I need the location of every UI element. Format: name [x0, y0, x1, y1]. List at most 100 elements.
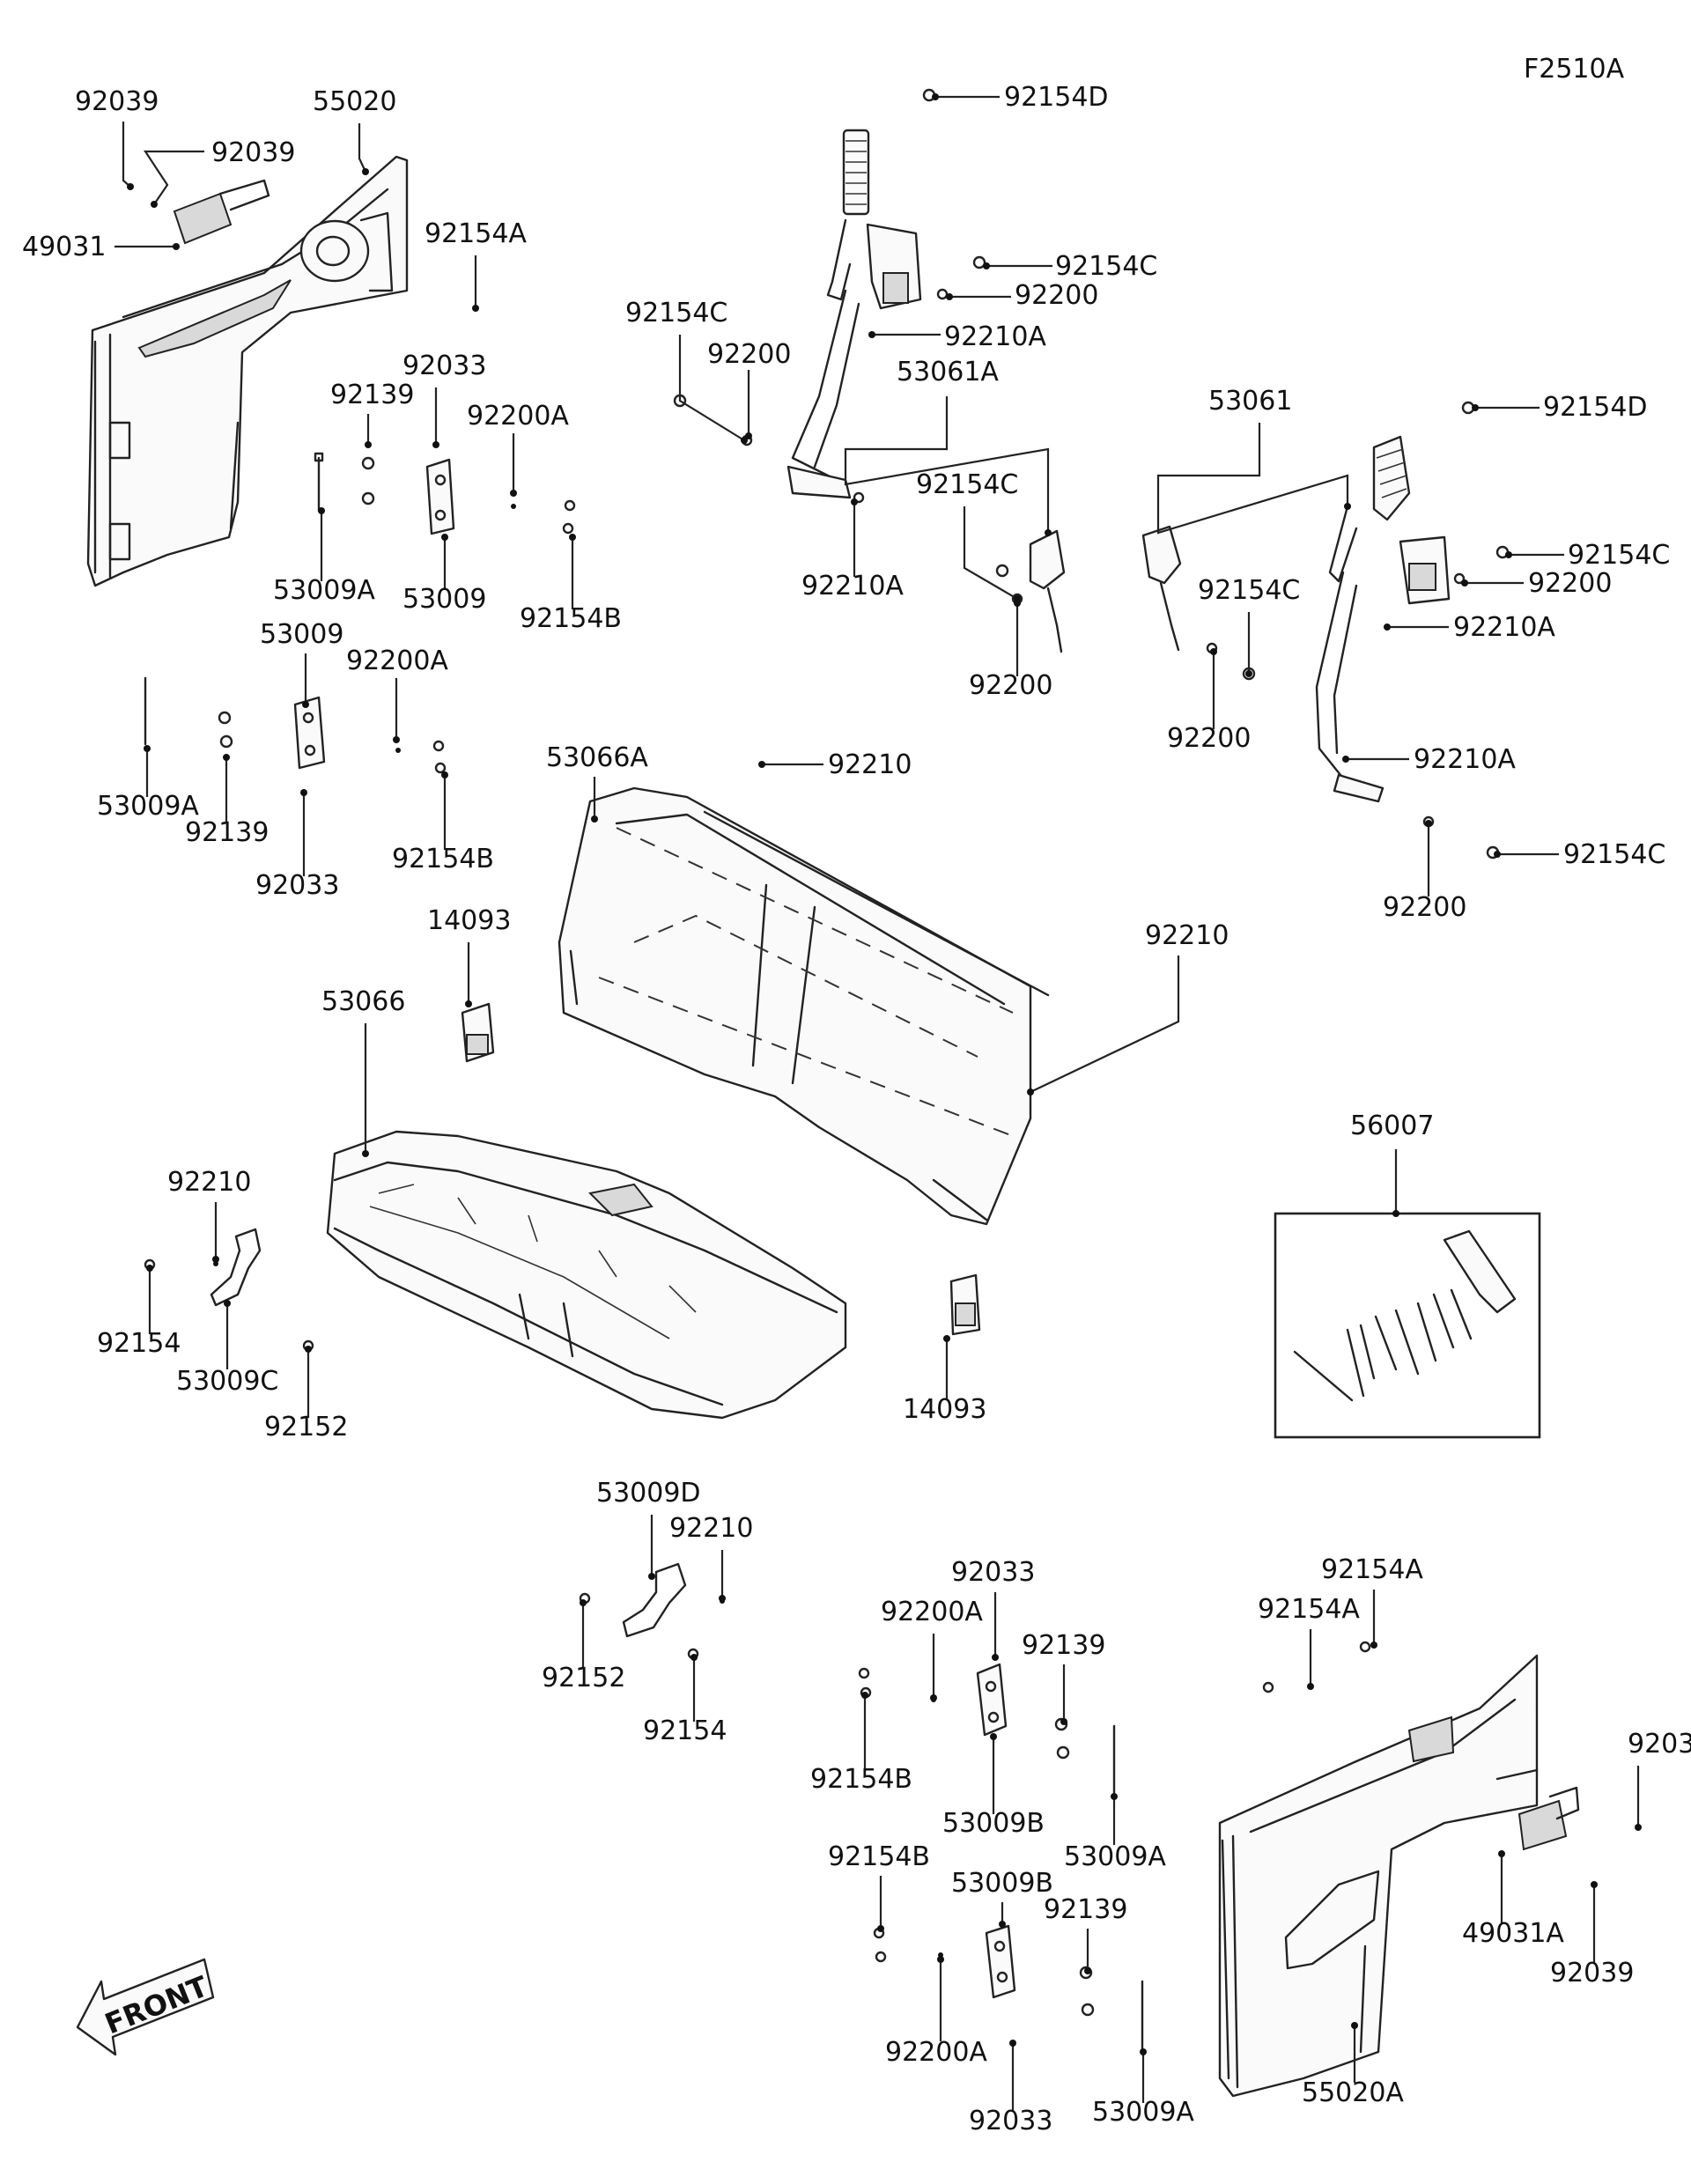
part-number-label[interactable]: 92139 [1022, 1630, 1105, 1661]
part-number-label[interactable]: 56007 [1350, 1110, 1434, 1141]
nut-92139-lower[interactable] [218, 711, 233, 749]
part-number-label[interactable]: 53009B [951, 1868, 1053, 1899]
part-number-label[interactable]: 92210 [167, 1167, 251, 1198]
tool-kit-56007[interactable] [1293, 1229, 1517, 1402]
part-number-label[interactable]: 92154A [1258, 1594, 1360, 1625]
part-number-label[interactable]: 92200 [1167, 723, 1251, 754]
pin-92200A-upper[interactable] [511, 504, 516, 509]
part-number-label[interactable]: 92200 [1528, 568, 1612, 599]
seat-back-53066A[interactable] [558, 786, 1050, 1226]
part-number-label[interactable]: 92210A [801, 571, 904, 601]
part-number-label[interactable]: 55020 [313, 86, 396, 117]
seat-cushion-53066[interactable] [326, 1130, 847, 1420]
part-number-label[interactable]: 53066 [321, 986, 405, 1017]
part-number-label[interactable]: 92033 [969, 2106, 1052, 2136]
part-number-label[interactable]: 92154A [425, 218, 527, 249]
part-number-label[interactable]: 92154B [810, 1764, 912, 1795]
left-door-panel-55020[interactable] [86, 155, 409, 587]
hinge-53009-upper[interactable] [425, 458, 455, 535]
buckle-53061A[interactable] [1029, 529, 1066, 653]
part-number-label[interactable]: 92200 [1383, 892, 1466, 923]
buckle-53061[interactable] [1141, 525, 1182, 652]
part-number-label[interactable]: 92154B [392, 844, 494, 874]
part-number-label[interactable]: 92139 [1044, 1894, 1127, 1925]
leader-dot-c16 [300, 789, 307, 796]
part-number-label[interactable]: 53009C [176, 1366, 278, 1397]
part-number-label[interactable]: 92039 [75, 86, 159, 117]
hinge-53009-lower[interactable] [293, 696, 326, 770]
part-number-label[interactable]: 92200 [1015, 280, 1098, 311]
part-number-label[interactable]: 92154C [916, 469, 1018, 500]
part-number-label[interactable]: 53009B [942, 1808, 1045, 1839]
part-number-label[interactable]: 53009 [402, 584, 486, 615]
part-number-label[interactable]: 92154C [1055, 251, 1157, 282]
part-number-label[interactable]: 53066A [546, 742, 648, 773]
bracket-53009D[interactable] [622, 1562, 687, 1638]
part-number-label[interactable]: 92154B [828, 1841, 930, 1872]
part-number-label[interactable]: 92154C [1563, 839, 1665, 870]
cover-14093-lower[interactable] [949, 1273, 981, 1336]
part-number-label[interactable]: 92139 [185, 817, 269, 848]
part-number-label[interactable]: 92139 [330, 380, 414, 410]
part-number-label[interactable]: 53061 [1208, 386, 1292, 417]
part-number-label[interactable]: 92200A [881, 1597, 983, 1627]
part-number-label[interactable]: 53009A [273, 575, 375, 606]
part-number-label[interactable]: 14093 [427, 905, 511, 936]
part-number-label[interactable]: 92200 [969, 670, 1052, 701]
bolt-53009A-upper[interactable] [314, 452, 324, 513]
right-door-panel-55020A[interactable] [1218, 1654, 1539, 2098]
part-number-label[interactable]: 53009D [596, 1478, 701, 1509]
part-number-label[interactable]: 92154A [1321, 1554, 1423, 1585]
part-number-label[interactable]: 53009A [1064, 1841, 1166, 1872]
hinge-53009B-lower[interactable] [985, 1924, 1016, 1999]
part-number-label[interactable]: 92210 [828, 749, 912, 780]
part-number-label[interactable]: 92200A [346, 646, 448, 676]
part-number-label[interactable]: 92039 [211, 137, 295, 168]
part-number-label[interactable]: 92033 [951, 1557, 1035, 1588]
part-number-label[interactable]: 53009A [97, 791, 199, 822]
screw-92154B-upper[interactable] [562, 499, 576, 535]
pin-92200A-lower[interactable] [395, 748, 401, 753]
part-number-label[interactable]: 49031 [22, 232, 106, 262]
part-number-label[interactable]: 49031A [1462, 1918, 1564, 1949]
part-number-label[interactable]: 92154B [520, 603, 622, 634]
part-number-label[interactable]: 92210 [1145, 920, 1229, 951]
part-number-label[interactable]: 53009 [260, 619, 343, 650]
part-number-label[interactable]: 92152 [542, 1663, 625, 1693]
part-number-label[interactable]: 92154C [625, 298, 727, 328]
part-number-label[interactable]: 92033 [402, 350, 486, 381]
hinge-53009B-upper[interactable] [976, 1663, 1008, 1737]
part-number-label[interactable]: 92039 [1550, 1958, 1634, 1988]
part-number-label[interactable]: 92154D [1543, 392, 1648, 423]
part-number-label[interactable]: 55020A [1302, 2077, 1404, 2108]
part-number-label[interactable]: 92200A [885, 2037, 987, 2068]
part-number-label[interactable]: 92210 [669, 1513, 753, 1544]
part-number-label[interactable]: 92152 [264, 1412, 348, 1442]
part-number-label[interactable]: 92210A [1414, 744, 1516, 775]
latch-49031A[interactable] [1517, 1786, 1580, 1851]
bracket-53009C[interactable] [210, 1228, 262, 1307]
part-number-label[interactable]: 92154D [1004, 82, 1109, 113]
part-number-label[interactable]: 92039 [1628, 1729, 1691, 1760]
part-number-label[interactable]: 92210A [944, 321, 1046, 352]
part-number-label[interactable]: 92154 [643, 1715, 727, 1746]
seat-belt-retractor-53061[interactable] [1315, 435, 1451, 803]
right-hinge-fasteners[interactable] [858, 1641, 1371, 2054]
part-number-label[interactable]: 92210A [1453, 612, 1555, 643]
leader-dot-c28 [1344, 503, 1351, 510]
screw-92154B-lower[interactable] [432, 740, 447, 774]
nut-92139-upper[interactable] [361, 456, 375, 505]
part-number-label[interactable]: 92154C [1198, 575, 1300, 606]
part-number-label[interactable]: 14093 [903, 1394, 986, 1425]
part-number-label[interactable]: 92154C [1568, 540, 1670, 571]
part-number-label[interactable]: 53009A [1092, 2097, 1194, 2128]
leader-dot-c13 [393, 736, 400, 743]
part-number-label[interactable]: 92154 [97, 1328, 181, 1359]
seat-belt-retractor-53061A[interactable] [786, 129, 922, 499]
part-number-label[interactable]: 53061A [897, 357, 999, 387]
latch-49031[interactable] [173, 179, 270, 245]
part-number-label[interactable]: 92200A [467, 401, 569, 432]
cover-14093-upper[interactable] [461, 1002, 495, 1063]
part-number-label[interactable]: 92200 [707, 339, 791, 370]
part-number-label[interactable]: 92033 [255, 870, 339, 901]
